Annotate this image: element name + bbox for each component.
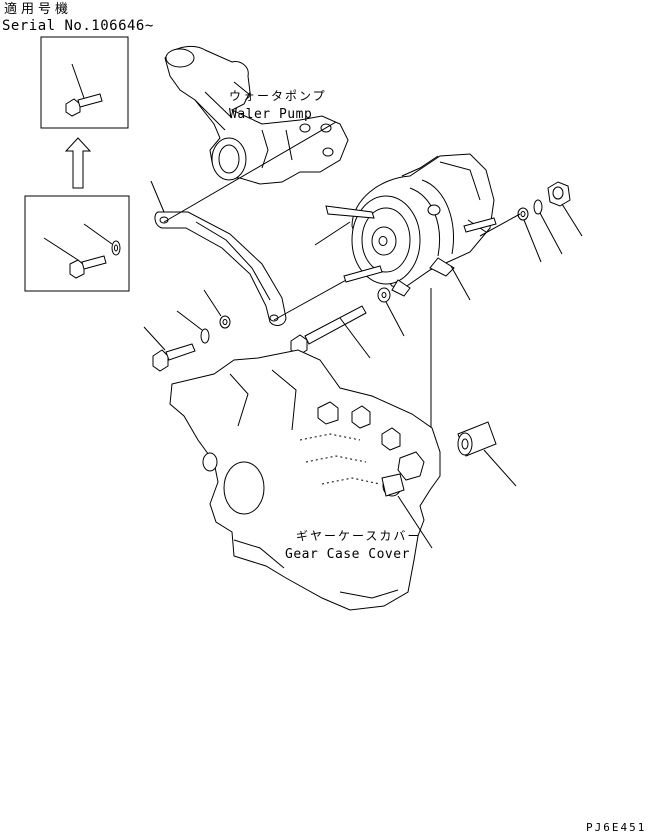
leader-water-pump [233,81,251,96]
water-pump [164,45,349,185]
inset-box-top [40,36,129,129]
nut [547,181,583,237]
inset-bolt [65,63,103,117]
alternator [325,153,497,297]
water-pump-label-en: Waler Pump [229,107,313,122]
guide-line-3 [479,213,521,237]
washer-2 [377,287,405,337]
arrow-up-icon [64,137,92,189]
leader-alternator-a [314,221,351,246]
gear-case-cover-label-en: Gear Case Cover [285,547,410,562]
left-inset-bolt [43,223,121,279]
adjust-plate [154,211,287,326]
leader-adjust-plate [150,180,165,213]
spacer [457,421,517,487]
gear-case-cover [169,349,441,611]
washer-1 [203,289,231,329]
lock-washer-right [533,199,563,255]
long-bolt [290,305,371,359]
applicable-serial-label-jp: 適用号機 [4,2,73,17]
washer-3 [517,207,542,263]
water-pump-label-jp: ウォータポンプ [229,89,327,103]
bolt-left [143,310,210,372]
leader-alternator-b [450,265,471,301]
drawing-code: PJ6E451 [586,821,647,834]
serial-number-label: Serial No.106646~ [2,18,154,34]
gear-case-cover-label-jp: ギヤーケースカバー [296,529,422,543]
leader-gear-case [397,495,433,549]
inset-box-left [24,195,130,292]
guide-line-1 [163,121,337,223]
